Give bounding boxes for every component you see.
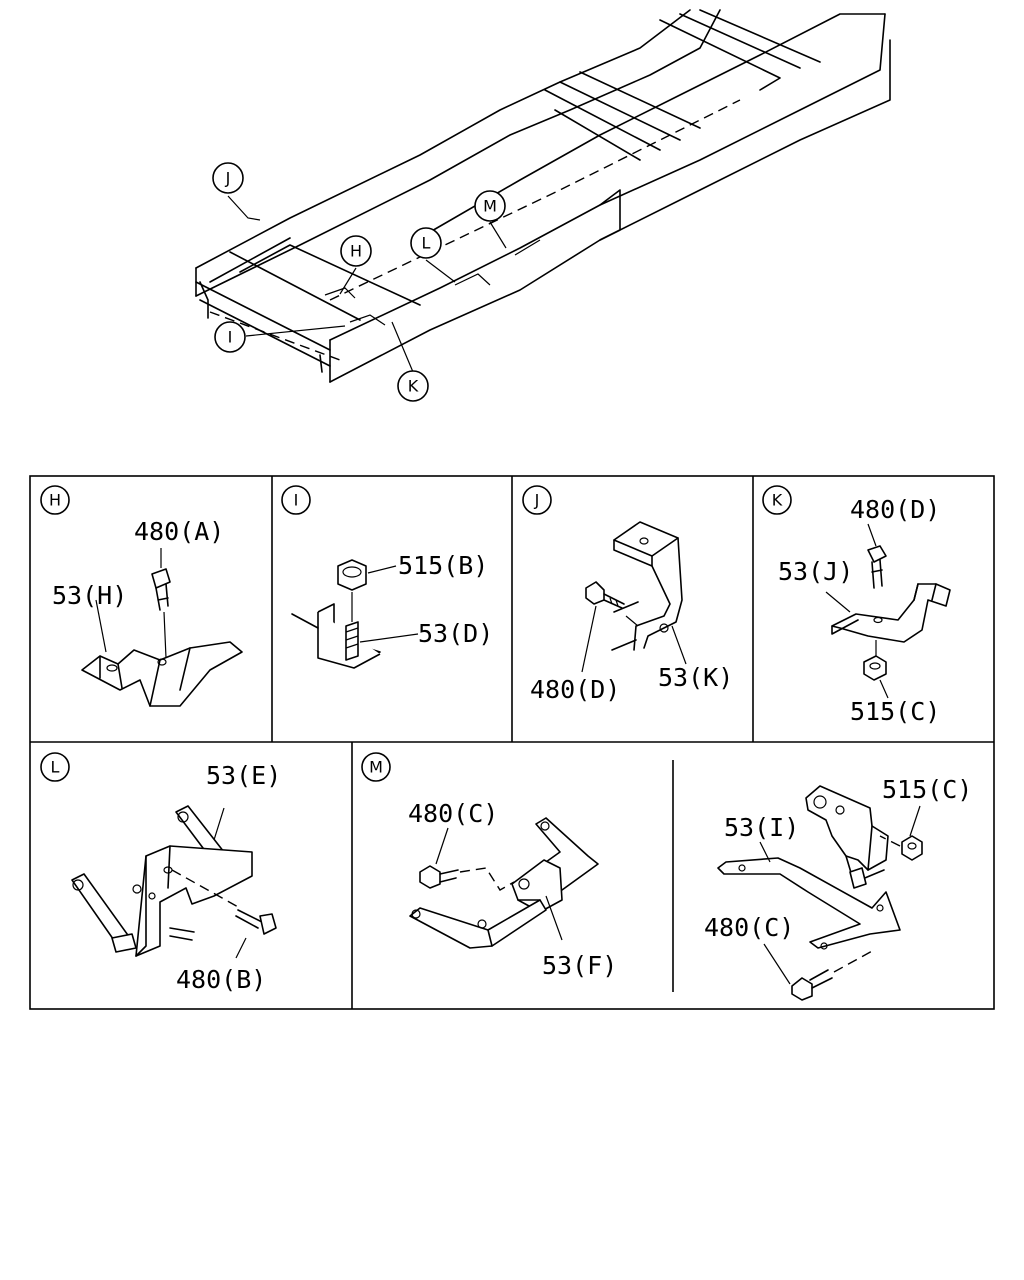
panel-k-bracket-label: 53(J): [778, 557, 853, 586]
panel-h-bracket-label: 53(H): [52, 581, 127, 610]
svg-text:H: H: [350, 242, 362, 261]
svg-text:K: K: [408, 377, 419, 396]
panel-m-bracket-right-label: 53(I): [724, 813, 799, 842]
overview-callout-k[interactable]: K: [397, 370, 429, 402]
panel-j-callout[interactable]: J: [522, 485, 552, 515]
panel-m-bolt-right-label: 480(C): [704, 913, 794, 942]
svg-text:K: K: [772, 491, 783, 510]
panel-k: K 480(D) 53(J) 515(C): [762, 485, 951, 726]
panel-h-bolt-label: 480(A): [134, 517, 224, 546]
panel-l-callout[interactable]: L: [40, 752, 70, 782]
panel-i-bracket-label: 53(D): [418, 619, 493, 648]
svg-text:J: J: [534, 491, 540, 510]
panel-m-bolt-right: [763, 943, 875, 1001]
panel-m-bracket-right: [717, 785, 901, 950]
panel-i-nut: [337, 559, 397, 622]
overview-callout-i[interactable]: I: [214, 321, 246, 353]
overview-callout-j[interactable]: J: [212, 162, 244, 194]
panel-l-bolts: [169, 869, 277, 959]
panel-m-callout[interactable]: M: [361, 752, 391, 782]
panel-k-nut: [863, 640, 889, 699]
panel-i-bracket: [291, 603, 419, 669]
panel-j-bolt-label: 480(D): [530, 675, 620, 704]
panel-j-bolt: [581, 581, 625, 673]
panel-j: J 480(D) 53(K): [522, 485, 733, 704]
panel-i-nut-label: 515(B): [398, 551, 488, 580]
panel-h-bracket: [81, 599, 243, 707]
panel-k-bolt-label: 480(D): [850, 495, 940, 524]
panel-m-bolt-left-label: 480(C): [408, 799, 498, 828]
panel-h: H 480(A) 53(H): [40, 485, 243, 707]
panel-j-bracket: [611, 521, 687, 665]
detail-panels-grid: [29, 475, 995, 1010]
panel-m: M 480(C) 53(F) 515(C) 53(I) 480(C): [361, 752, 972, 1001]
panel-j-bracket-label: 53(K): [658, 663, 733, 692]
panel-i: I 515(B) 53(D): [281, 485, 493, 669]
svg-text:L: L: [422, 234, 431, 253]
chassis-frame-drawing: [195, 9, 891, 383]
panel-k-nut-label: 515(C): [850, 697, 940, 726]
panel-l: L 53(E) 480(B): [40, 752, 281, 994]
panel-m-bolt-left: [419, 827, 515, 891]
panel-h-bolt: [151, 548, 171, 659]
svg-text:I: I: [294, 491, 299, 510]
panel-l-bracket-label: 53(E): [206, 761, 281, 790]
svg-text:L: L: [51, 758, 60, 777]
panel-k-callout[interactable]: K: [762, 485, 792, 515]
panel-k-bracket: [825, 583, 951, 643]
overview-callout-m[interactable]: M: [474, 190, 506, 222]
svg-text:H: H: [49, 491, 61, 510]
panel-m-bracket-left: [409, 817, 599, 949]
panel-m-nut-label: 515(C): [882, 775, 972, 804]
panel-h-callout[interactable]: H: [40, 485, 70, 515]
panel-l-bolt-label: 480(B): [176, 965, 266, 994]
svg-text:M: M: [483, 197, 497, 216]
panel-m-bracket-left-label: 53(F): [542, 951, 617, 980]
svg-text:I: I: [228, 328, 233, 347]
panel-m-nut-right: [879, 805, 923, 861]
panel-i-callout[interactable]: I: [281, 485, 311, 515]
svg-text:M: M: [369, 758, 383, 777]
svg-text:J: J: [225, 169, 231, 188]
overview-callout-h[interactable]: H: [340, 235, 372, 267]
panel-l-bracket: [71, 805, 253, 957]
overview-callout-l[interactable]: L: [410, 227, 442, 259]
panel-k-bolt: [867, 523, 887, 589]
